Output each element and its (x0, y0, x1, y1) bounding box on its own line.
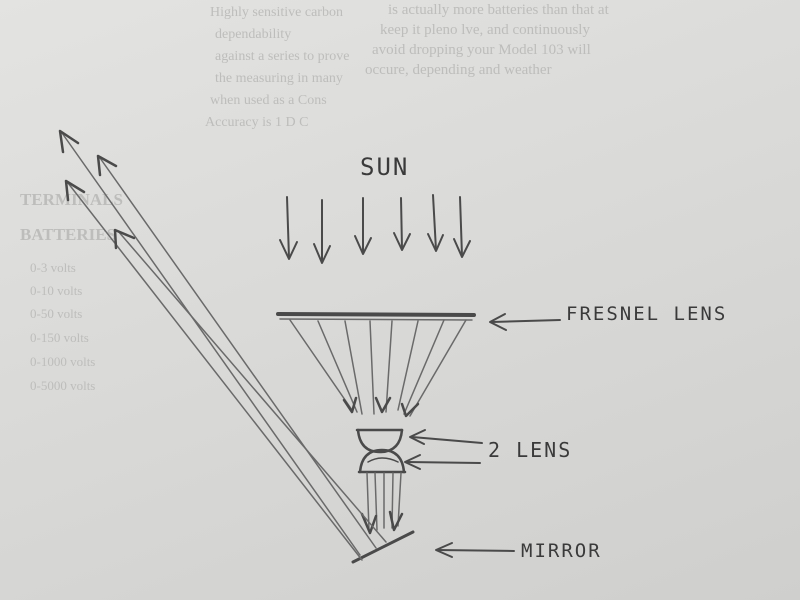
sun-ray-arrow (279, 196, 298, 260)
ghost-table-row-5: 0-1000 volts (30, 354, 95, 369)
ghost-table-header-1: TERMINALS (20, 190, 123, 209)
converging-rays (289, 319, 467, 418)
sun-label: SUN (360, 153, 409, 181)
ghost-table-row-6: 0-5000 volts (30, 378, 95, 393)
ghost-table-row-3: 0-50 volts (30, 306, 82, 321)
lower-lens (357, 448, 407, 474)
ghost-table-row-4: 0-150 volts (30, 330, 89, 345)
reflected-ray (64, 179, 363, 561)
ghost-line-1: is actually more batteries than that at (388, 2, 610, 18)
mirror-label: MIRROR (521, 540, 602, 562)
ghost-table-row-1: 0-3 volts (30, 260, 76, 275)
ghost-right-2: dependability (215, 27, 291, 42)
bleed-through-text: is actually more batteries than that at … (20, 2, 610, 393)
reflected-ray (58, 129, 361, 556)
reflected-ray (96, 154, 377, 549)
ghost-right-5: when used as a Cons (210, 93, 327, 108)
upper-lens (355, 428, 404, 454)
sun-rays (279, 194, 471, 264)
sun-ray-arrow (313, 199, 331, 264)
ghost-right-1: Highly sensitive carbon (210, 5, 343, 20)
fresnel-lens (276, 312, 476, 321)
reflected-ray (113, 228, 387, 543)
ghost-right-4: the measuring in many (215, 71, 343, 86)
ghost-right-6: Accuracy is 1 D C (205, 115, 308, 130)
sun-ray-arrow (453, 196, 471, 258)
ghost-line-2: keep it pleno lve, and continuously (380, 22, 590, 38)
reflected-rays (58, 129, 387, 561)
sun-ray-arrow (393, 197, 411, 251)
fresnel-pointer-arrow (489, 313, 561, 331)
sun-ray-arrow (354, 197, 372, 255)
ghost-line-3: avoid dropping your Model 103 will (372, 42, 591, 58)
two-lens-label: 2 LENS (488, 438, 572, 462)
ghost-table-row-2: 0-10 volts (30, 283, 82, 298)
ghost-table-header-2: BATTERIES (20, 225, 116, 244)
sun-ray-arrow (427, 194, 444, 252)
ghost-line-4: occure, depending and weather (365, 62, 552, 78)
two-lenses (355, 428, 407, 474)
fresnel-lens-label: FRESNEL LENS (566, 303, 727, 325)
focused-rays (360, 472, 404, 535)
lens-pointer-arrows (404, 429, 483, 470)
mirror-pointer-arrow (435, 542, 515, 558)
mirror (351, 530, 415, 564)
ghost-right-3: against a series to prove (215, 49, 350, 64)
